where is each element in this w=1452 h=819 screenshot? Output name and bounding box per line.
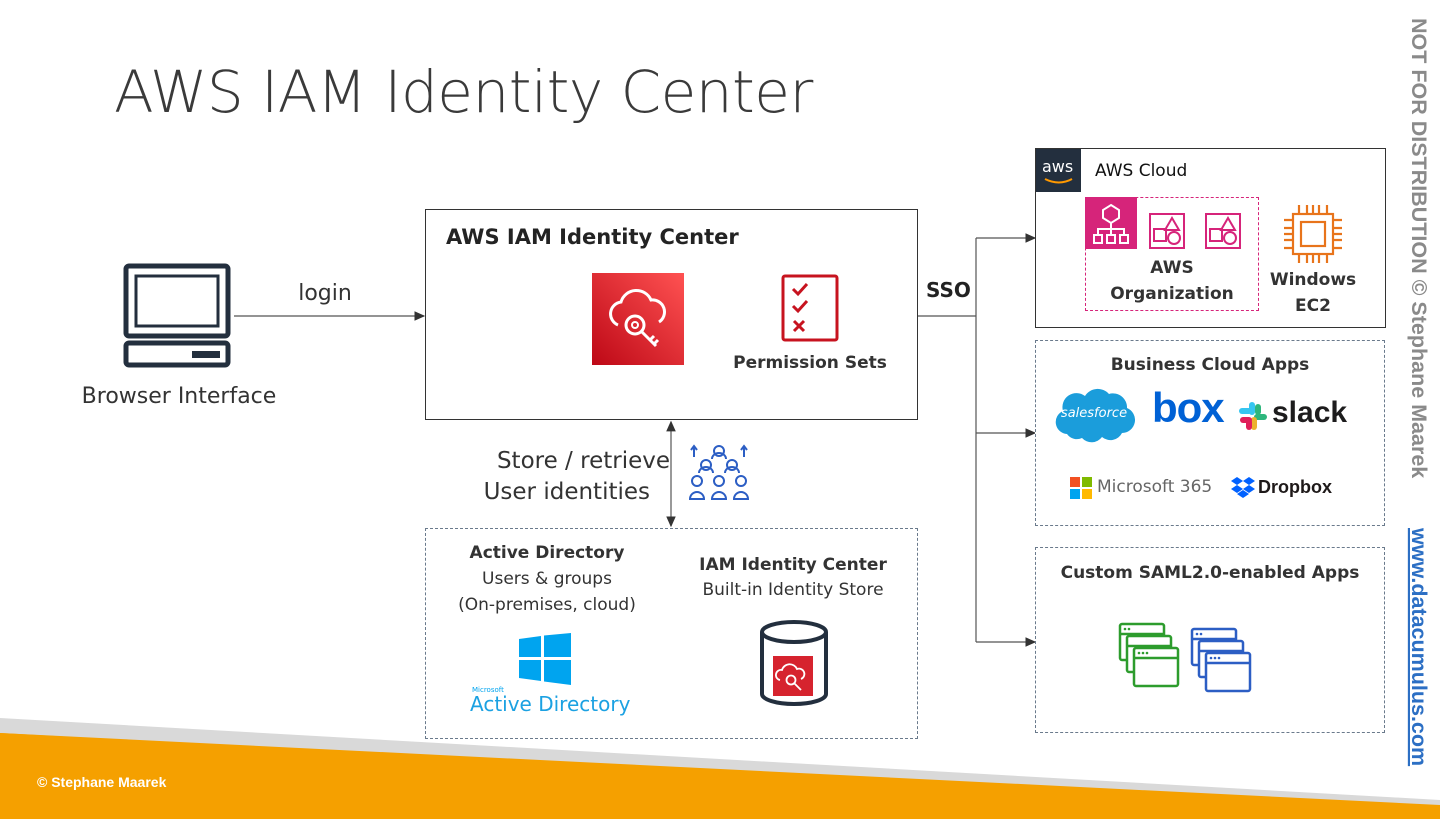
windows-ec2-label-1: Windows: [1269, 270, 1357, 290]
browser-computer-icon: [123, 263, 231, 368]
aws-cloud-title: AWS Cloud: [1095, 161, 1188, 181]
aws-organization-box: [1085, 197, 1259, 311]
account-icon-1: [1149, 213, 1185, 249]
page-title: AWS IAM Identity Center: [114, 58, 813, 126]
login-label: login: [298, 281, 352, 306]
slack-icon: [1239, 402, 1267, 430]
store-retrieve-label: Store / retrieve: [496, 448, 670, 474]
identity-stores-box: [425, 528, 918, 739]
custom-app-icon-green: [1118, 622, 1180, 688]
windows-logo-icon: [519, 633, 571, 685]
microsoft-small-label: Microsoft: [472, 686, 504, 694]
identity-store-title: IAM Identity Center: [699, 555, 887, 575]
aws-organization-label-1: AWS: [1150, 258, 1194, 278]
custom-saml-apps-title: Custom SAML2.0-enabled Apps: [1060, 563, 1360, 583]
custom-app-icon-blue: [1190, 627, 1252, 693]
browser-interface-label: Browser Interface: [81, 384, 277, 409]
organizations-icon: [1085, 197, 1137, 249]
salesforce-logo-text: salesforce: [1060, 406, 1128, 421]
dropbox-icon: [1231, 477, 1255, 498]
ec2-chip-icon: [1284, 205, 1342, 263]
identity-center-box-title: AWS IAM Identity Center: [446, 225, 739, 249]
identity-store-subtitle: Built-in Identity Store: [702, 580, 884, 600]
watermark-text: NOT FOR DISTRIBUTION © Stephane Maarek: [1407, 18, 1431, 478]
database-icon: [760, 620, 828, 706]
permission-sets-icon: [781, 274, 839, 342]
dropbox-logo-text: Dropbox: [1258, 477, 1332, 497]
microsoft-logo-icon: [1070, 477, 1092, 499]
active-directory-logo-text: Active Directory: [470, 692, 631, 716]
footer-copyright: © Stephane Maarek: [37, 774, 167, 790]
permission-sets-label: Permission Sets: [733, 353, 887, 373]
aws-logo-text: aws: [1042, 157, 1074, 176]
microsoft-365-logo-text: Microsoft 365: [1097, 477, 1213, 497]
active-directory-title: Active Directory: [469, 543, 625, 563]
identity-center-service-icon: [592, 273, 684, 365]
aws-smile-icon: [1044, 178, 1073, 184]
watermark-url: www.datacumulus.com: [1407, 527, 1431, 766]
aws-organization-label-2: Organization: [1110, 284, 1234, 304]
sso-label: SSO: [926, 278, 971, 302]
users-group-icon: [688, 444, 750, 500]
active-directory-line2: (On-premises, cloud): [458, 595, 636, 615]
user-identities-label: User identities: [483, 479, 650, 505]
box-logo-text: box: [1152, 384, 1225, 431]
watermark: NOT FOR DISTRIBUTION © Stephane Maarek w…: [1407, 18, 1431, 766]
active-directory-line1: Users & groups: [482, 569, 612, 589]
business-apps-title: Business Cloud Apps: [1110, 355, 1310, 375]
slack-logo-text: slack: [1272, 396, 1348, 429]
aws-cloud-badge: [1036, 149, 1081, 192]
salesforce-cloud-icon: [1055, 388, 1135, 443]
account-icon-2: [1205, 213, 1241, 249]
windows-ec2-label-2: EC2: [1295, 296, 1331, 316]
